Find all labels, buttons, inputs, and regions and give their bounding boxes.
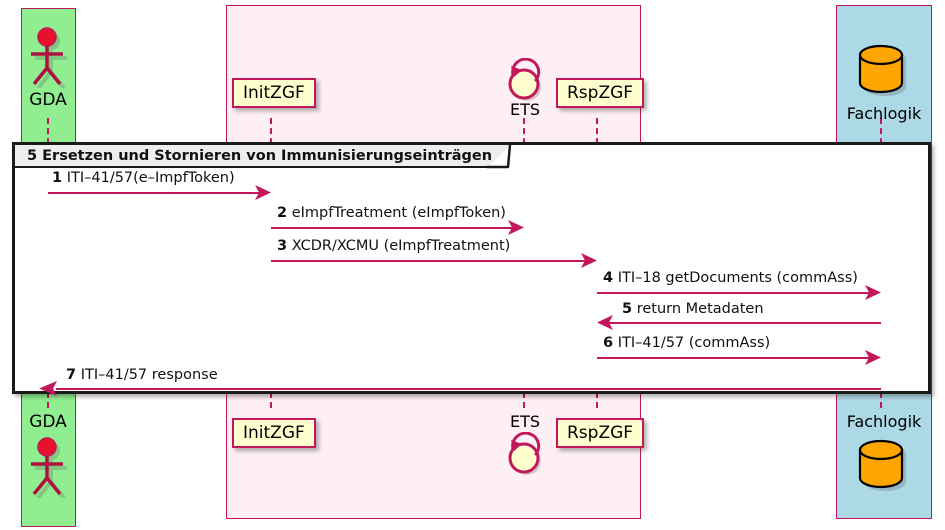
message-text-4: ITI–18 getDocuments (commAss) [617, 270, 858, 286]
database-fachlogik-top [853, 42, 915, 104]
participant-box-initzgf-bottom[interactable]: InitZGF [232, 418, 316, 448]
arrowhead-right-3 [581, 253, 597, 268]
combined-fragment [12, 142, 931, 394]
arrowhead-right-6 [865, 350, 881, 365]
message-text-6: ITI–41/57 (commAss) [617, 335, 771, 351]
message-arrow-6 [597, 357, 873, 359]
message-label-3: 3 XCDR/XCMU (eImpfTreatment) [277, 238, 510, 254]
control-label-ets-bottom: ETS [509, 412, 541, 431]
arrowhead-left-7 [39, 381, 57, 396]
control-ets-top [505, 58, 547, 102]
message-number-3: 3 [277, 238, 288, 254]
message-arrow-4 [597, 292, 873, 294]
arrowhead-right-1 [255, 185, 271, 200]
fragment-header-label: 5 Ersetzen und Stornieren von Immunisier… [27, 147, 493, 164]
message-label-5: 5 return Metadaten [622, 301, 764, 317]
actor-label-gda-bottom: GDA [29, 412, 67, 432]
message-number-7: 7 [66, 367, 77, 383]
database-label-fachlogik-top: Fachlogik [846, 104, 922, 123]
fragment-background [15, 145, 928, 391]
arrowhead-right-4 [865, 285, 881, 300]
message-text-5: return Metadaten [636, 301, 764, 317]
participant-box-initzgf-top[interactable]: InitZGF [232, 78, 316, 108]
message-arrow-5 [606, 322, 881, 324]
message-label-1: 1 ITI–41/57(e–ImpfToken) [52, 170, 235, 186]
participant-box-rspzgf-top[interactable]: RspZGF [556, 78, 645, 108]
message-text-3: XCDR/XCMU (eImpfTreatment) [291, 238, 511, 254]
fragment-header-tab: 5 Ersetzen und Stornieren von Immunisier… [15, 145, 511, 166]
control-ets-bottom [505, 432, 547, 476]
message-number-1: 1 [52, 170, 63, 186]
actor-gda-top [20, 26, 76, 88]
message-number-4: 4 [603, 270, 614, 286]
arrowhead-left-5 [597, 315, 613, 330]
message-label-4: 4 ITI–18 getDocuments (commAss) [603, 270, 858, 286]
message-arrow-3 [271, 260, 589, 262]
message-arrow-7 [56, 388, 881, 390]
arrowhead-right-2 [508, 220, 524, 235]
message-text-1: ITI–41/57(e–ImpfToken) [66, 170, 235, 186]
fragment-tab-diagonal [487, 144, 512, 169]
participant-box-rspzgf-bottom[interactable]: RspZGF [556, 418, 645, 448]
message-number-6: 6 [603, 335, 614, 351]
actor-label-gda-top: GDA [29, 90, 67, 110]
message-text-7: ITI–41/57 response [80, 367, 218, 383]
database-fachlogik-bottom [853, 437, 915, 499]
message-number-5: 5 [622, 301, 633, 317]
message-number-2: 2 [277, 205, 288, 221]
control-label-ets-top: ETS [509, 100, 541, 119]
fragment-tab-bottom-edge [15, 166, 489, 168]
message-label-6: 6 ITI–41/57 (commAss) [603, 335, 770, 351]
message-label-2: 2 eImpfTreatment (eImpfToken) [277, 205, 506, 221]
message-label-7: 7 ITI–41/57 response [66, 367, 218, 383]
database-label-fachlogik-bottom: Fachlogik [846, 412, 922, 431]
message-text-2: eImpfTreatment (eImpfToken) [291, 205, 506, 221]
message-arrow-2 [271, 227, 516, 229]
actor-gda-bottom [20, 436, 76, 498]
message-arrow-1 [48, 192, 263, 194]
